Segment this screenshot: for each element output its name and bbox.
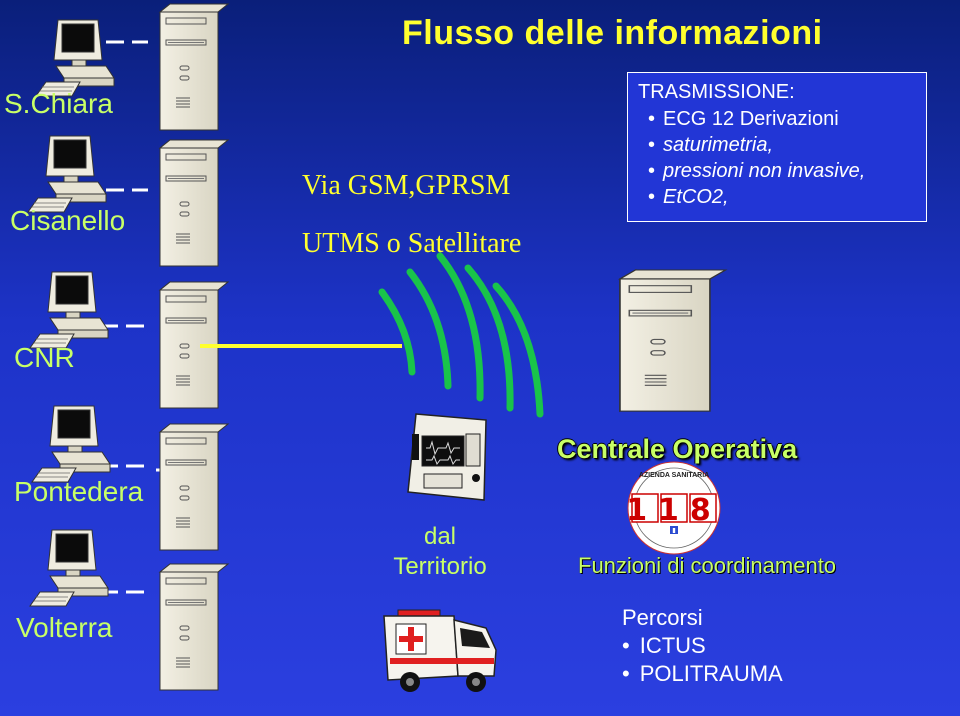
funzioni-label: Funzioni di coordinamento (578, 553, 837, 578)
signal-wave-icon (378, 252, 544, 418)
logo-ring-text: AZIENDA SANITARIA (639, 472, 709, 479)
tower-server-icon (159, 3, 229, 131)
logo-118-icon: AZIENDA SANITARIA 118 (626, 461, 722, 555)
percorsi-heading: Percorsi (622, 605, 703, 630)
transmission-box: TRASMISSIONE: ECG 12 Derivazioni saturim… (627, 72, 927, 222)
site-label-volterra: Volterra (16, 612, 113, 643)
workstation-icon (29, 529, 109, 607)
dal-territorio-label: dal Territorio (380, 522, 500, 582)
list-item: EtCO2, (648, 184, 916, 210)
ambulance-icon (383, 609, 497, 692)
site-label-pontedera: Pontedera (14, 476, 144, 507)
transmission-heading: TRASMISSIONE: (638, 81, 795, 103)
list-item: ICTUS (622, 632, 783, 660)
workstation-icon (31, 405, 111, 483)
transmission-list: ECG 12 Derivazioni saturimetria, pressio… (638, 106, 916, 210)
percorsi-block: Percorsi ICTUS POLITRAUMA (622, 604, 783, 688)
channel-line-2: UTMS o Satellitare (302, 228, 522, 259)
tower-server-icon (159, 563, 229, 691)
list-item: saturimetria, (648, 132, 916, 158)
centrale-operativa-title: Centrale Operativa (557, 434, 798, 464)
logo-number: 118 (626, 493, 722, 528)
territorio-line: Territorio (393, 553, 487, 580)
list-item: POLITRAUMA (622, 660, 783, 688)
site-label-santa-chiara: S.Chiara (4, 88, 113, 119)
tower-server-icon (619, 269, 727, 412)
workstation-icon (35, 19, 115, 97)
tower-server-icon (159, 423, 229, 551)
workstation-icon (27, 135, 107, 213)
defibrillator-icon (407, 413, 487, 501)
tower-server-icon (159, 139, 229, 267)
dal-line: dal (423, 523, 457, 550)
list-item: ECG 12 Derivazioni (648, 106, 916, 132)
workstation-icon (29, 271, 109, 349)
channel-line-1: Via GSM,GPRSM (302, 170, 511, 201)
list-item: pressioni non invasive, (648, 158, 916, 184)
page-title: Flusso delle informazioni (402, 14, 823, 52)
site-label-cisanello: Cisanello (10, 205, 126, 236)
site-label-cnr: CNR (14, 342, 75, 373)
